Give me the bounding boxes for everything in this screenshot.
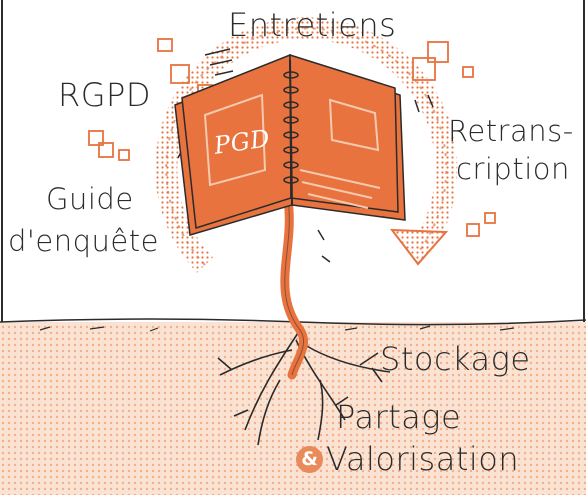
ampersand-badge: &	[296, 446, 323, 473]
label-retranscription-line1: Retrans-	[448, 114, 574, 148]
motion-lines-left	[204, 48, 234, 76]
label-guide-line2: d'enquête	[8, 224, 159, 258]
label-valorisation: Valorisation	[326, 440, 520, 478]
cycle-arrow-head	[389, 228, 449, 266]
spiral-binding	[283, 71, 299, 184]
label-retranscription-line2: cription	[456, 152, 570, 186]
ground-marks	[39, 325, 515, 332]
label-entretiens: Entretiens	[228, 6, 397, 44]
floating-squares	[88, 38, 496, 237]
label-stockage: Stockage	[380, 340, 531, 378]
label-rgpd: RGPD	[58, 76, 151, 114]
soil-area	[0, 322, 586, 495]
label-guide-line1: Guide	[46, 182, 134, 216]
label-partage: Partage	[336, 398, 462, 436]
notebook	[174, 53, 406, 236]
